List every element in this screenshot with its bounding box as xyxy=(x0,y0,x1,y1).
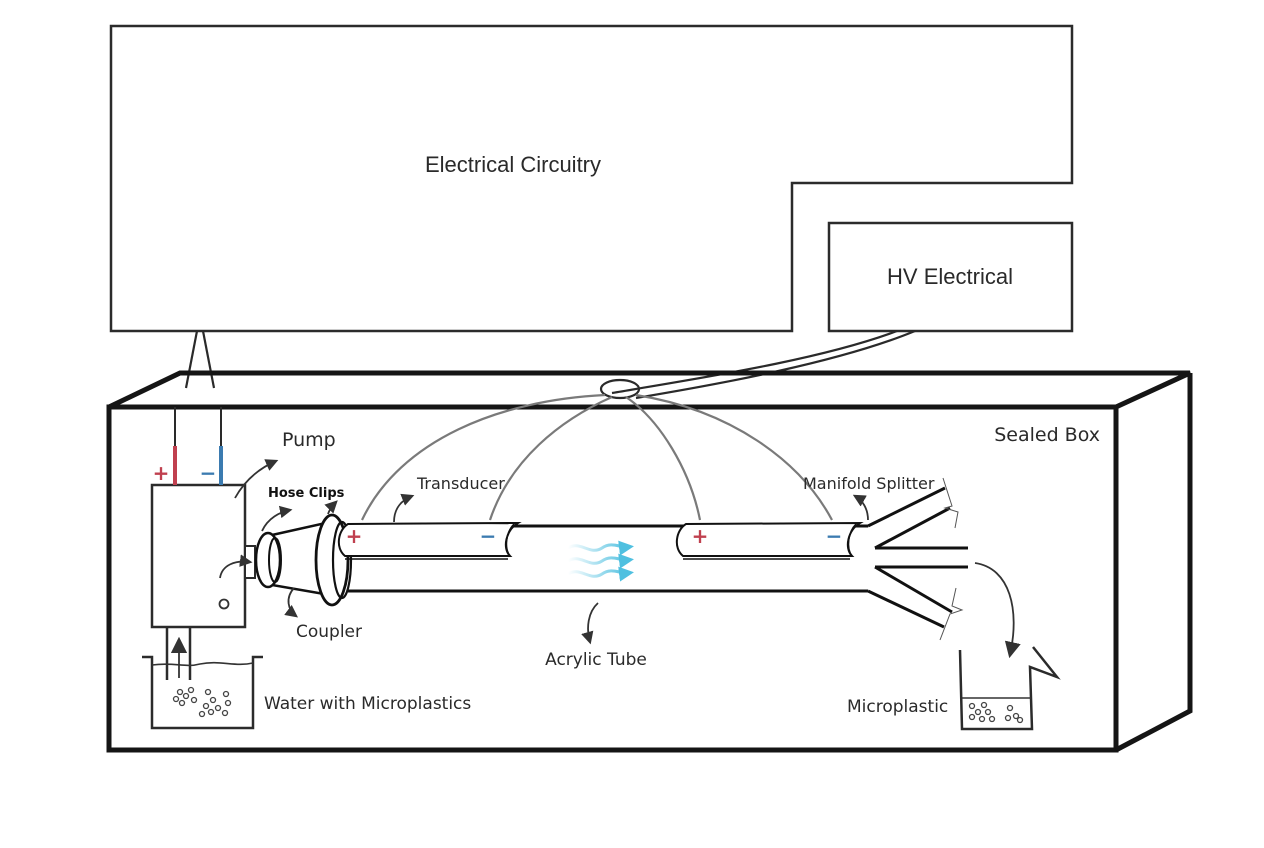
flow-direction-icon xyxy=(567,540,634,582)
pump-negative-sign: − xyxy=(200,461,217,485)
pump: + − xyxy=(150,407,256,680)
hv-electrical-label: HV Electrical xyxy=(887,264,1013,289)
cable-grommet xyxy=(599,378,641,400)
acrylic-tube-label: Acrylic Tube xyxy=(545,650,647,670)
microplastic-label: Microplastic xyxy=(847,697,948,717)
manifold-splitter-label: Manifold Splitter xyxy=(803,474,935,493)
sealed-box-label: Sealed Box xyxy=(994,424,1100,446)
transducer-1-positive: + xyxy=(346,524,363,548)
sealed-box: Sealed Box xyxy=(106,370,1193,753)
output-flow-arrow xyxy=(974,562,1021,659)
transducer-2-positive: + xyxy=(692,524,709,548)
electrical-circuitry-label: Electrical Circuitry xyxy=(425,152,601,177)
hose-clips-label: Hose Clips xyxy=(268,486,345,501)
transducer-label: Transducer xyxy=(416,474,505,493)
water-with-microplastics-label: Water with Microplastics xyxy=(264,694,471,714)
pump-power-wires xyxy=(184,330,216,389)
collection-beaker xyxy=(958,646,1061,731)
microplastic-particles-collected xyxy=(968,701,1024,724)
transducer-wires xyxy=(361,393,833,521)
transducer-1-negative: − xyxy=(480,524,497,548)
hv-electrical-box: HV Electrical xyxy=(827,221,1074,333)
transducer-2-negative: − xyxy=(826,524,843,548)
electrical-circuitry-box: Electrical Circuitry xyxy=(109,24,1074,333)
transducer-2: + − xyxy=(675,521,864,560)
source-beaker xyxy=(142,655,263,730)
pump-indicator xyxy=(218,598,230,610)
pump-label: Pump xyxy=(282,429,336,451)
pump-positive-sign: + xyxy=(153,461,170,485)
coupler xyxy=(254,513,353,607)
transducer-1: + − xyxy=(337,521,522,560)
hv-cable xyxy=(599,329,916,400)
coupler-label: Coupler xyxy=(296,622,362,642)
microplastic-particles-source xyxy=(172,686,232,718)
